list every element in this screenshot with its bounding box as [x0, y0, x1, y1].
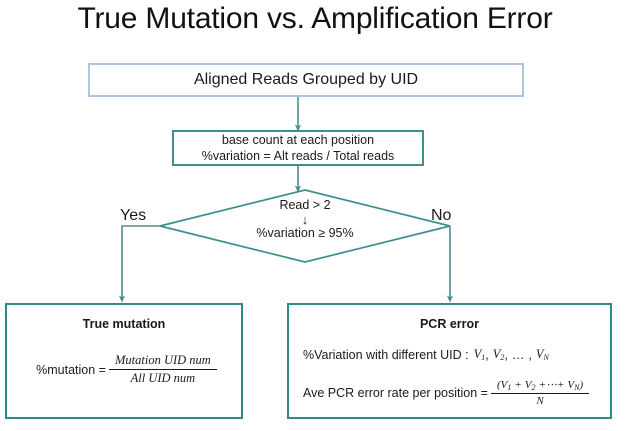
node-base-count-line1: base count at each position	[221, 133, 375, 147]
node-aligned-reads[interactable]: Aligned Reads Grouped by UID	[88, 63, 524, 97]
formula-mutation-fraction: Mutation UID num All UID num	[109, 353, 217, 386]
formula-percent-mutation: %mutation = Mutation UID num All UID num	[36, 353, 220, 386]
pcr-sep-2: ,	[504, 347, 508, 362]
down-arrow-icon: ↓	[301, 212, 309, 228]
pcr-v2: V2	[492, 347, 505, 362]
formula-ave-prefix: Ave PCR error rate per position =	[303, 385, 488, 400]
node-true-mutation[interactable]: True mutation %mutation = Mutation UID n…	[5, 303, 243, 419]
pcr-variation-list: %Variation with different UID : V1 , V2 …	[303, 347, 549, 362]
pcr-sep-3: ,	[528, 347, 532, 362]
node-aligned-reads-label: Aligned Reads Grouped by UID	[193, 71, 419, 88]
formula-ave-numerator: (V1+V2+⋯+VN)	[490, 378, 590, 394]
node-base-count[interactable]: base count at each position %variation =…	[172, 130, 424, 166]
decision-text[interactable]: Read > 2 ↓ %variation ≥ 95%	[215, 198, 395, 241]
pcr-sep-1: ,	[485, 347, 489, 362]
formula-ave-pcr-error-rate: Ave PCR error rate per position = (V1+V2…	[303, 378, 592, 407]
formula-ave-fraction: (V1+V2+⋯+VN) N	[490, 378, 590, 407]
node-pcr-error[interactable]: PCR error %Variation with different UID …	[287, 303, 612, 419]
formula-mutation-numerator: Mutation UID num	[109, 353, 217, 370]
node-base-count-line2: %variation = Alt reads / Total reads	[201, 149, 395, 163]
pcr-vn: VN	[535, 347, 549, 362]
pcr-ellipsis: …	[511, 347, 525, 362]
decision-condition-2: %variation ≥ 95%	[256, 226, 354, 241]
node-pcr-error-heading: PCR error	[419, 317, 480, 331]
pcr-v1: V1	[473, 347, 486, 362]
branch-label-yes: Yes	[120, 207, 147, 224]
formula-ave-denominator: N	[536, 395, 544, 407]
branch-label-no: No	[431, 207, 452, 224]
connector-yes-branch	[118, 225, 160, 303]
formula-mutation-denominator: All UID num	[130, 371, 196, 385]
pcr-variation-prefix: %Variation with different UID :	[303, 347, 469, 362]
node-true-mutation-heading: True mutation	[82, 317, 166, 331]
page-title: True Mutation vs. Amplification Error	[77, 2, 553, 35]
formula-mutation-lhs: %mutation =	[36, 362, 106, 377]
decision-condition-1: Read > 2	[279, 198, 331, 212]
